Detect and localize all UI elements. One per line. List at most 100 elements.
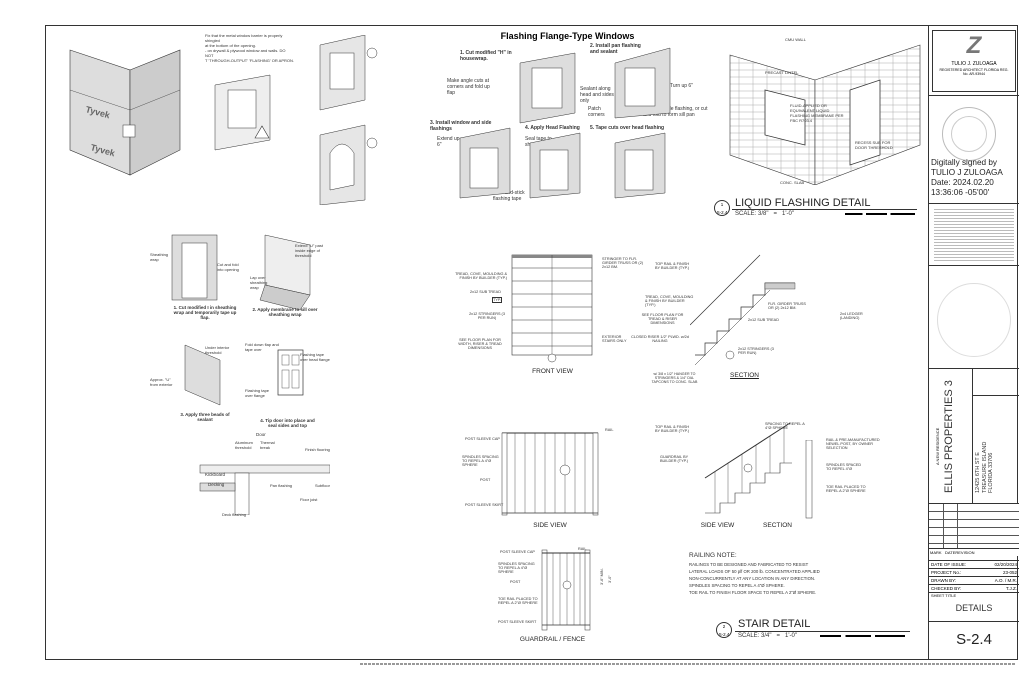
callout: 2x12 SUB TREAD [748,318,779,322]
callout: Flashing tape over head flange [300,352,330,362]
divider [929,203,1019,204]
section-label: SECTION [730,372,759,379]
revision-header: MARK [930,550,942,555]
title-underline [732,209,917,210]
callout: Cut and fold into opening [217,262,239,272]
info-label: PROJECT No.: [931,570,962,575]
project-info-table: DATE OF ISSUE: 02/20/2024 PROJECT No.: 23-… [929,560,1019,613]
scale-label: SCALE: 3/4" [738,633,772,639]
scale-eq: = [773,211,778,217]
stair-section-drawing [690,254,796,366]
stair-detail-title: STAIR DETAIL [738,618,811,630]
info-value: A.O. / M.R. [994,578,1017,583]
scale-value: 1'-0" [785,633,797,639]
sheet-border [45,25,1018,660]
graphic-scale-bar [845,213,915,215]
stair-railing-section-label: SECTION [763,522,792,529]
callout: PRECAST LINTEL [765,70,799,75]
callout: Sheathing wrap [150,252,169,262]
callout: POST SLEEVE CAP [500,550,535,554]
callout: POST SLEEVE SKIRT [465,503,504,507]
scale-label: SCALE: 3/8" [735,211,769,217]
divider [972,368,973,503]
note-line: Fix that the metal window barrier is pro… [205,33,283,43]
window-step-drawings [459,47,671,199]
note-line: - on drywall & plywood window and walls.… [205,48,286,58]
callout: Lap over sheathing wrap [250,275,268,290]
info-row: CHECKED BY:T.J.Z. [929,585,1019,593]
callout: SPACING TO REPEL A 4"Ø SPHERE [765,422,805,430]
threshold-callout: Pan flashing [270,483,293,488]
callout: Sealant along head and sides only [580,86,614,104]
step-5: 5. Tape cuts over head flashing [590,125,665,131]
architect-logo: Z [966,32,982,59]
callout: CLOSED RISER 1/2" PLWD. w/2d NAILING [631,335,689,343]
info-label: DATE OF ISSUE: [931,562,967,567]
info-row: DRAWN BY: A.O. / M.R. [929,577,1019,585]
callout: Make angle cuts at corners and fold up f… [447,78,490,96]
sheet-number: S-2.4 [929,621,1019,658]
stair-railing-section-drawing [805,440,813,519]
title-underline [735,631,910,632]
stair-railing-drawing [704,422,792,514]
liquid-flashing-drawing [729,44,921,185]
callout: FLUID-APPLIED OR EQUIVALENT LIQUID FLASH… [790,103,844,123]
architect-info: REGISTERED ARCHITECT FLORIDA REG. No. AR… [939,68,1009,76]
railing-note: RAILING NOTE: RAILINGS TO BE DESIGNED AN… [689,552,889,596]
callout: RAIL & PRE-MANUFACTURED NEWEL POST, BY O… [826,438,880,450]
title-block: Z TULIO J. ZULOAGA REGISTERED ARCHITECT … [928,25,1019,660]
callout: TREAD, COVE, MOULDING & FINISH BY BUILDE… [455,272,507,280]
callout: FLR. GIRDER TRUSS OR (2) 2x12 BM. [768,302,806,310]
callout: Approx. "U" from exterior [150,377,173,387]
callout: Extend "U" past inside edge of threshold [295,243,323,258]
step-3: 3. Install window and side flashings [430,120,492,132]
bubble-sheet: S-2.4 [718,632,730,637]
callout: 2x12 STRINGERS (3 PER RUN) [738,347,774,355]
callout: Use moldable flashing, or cut and fold t… [643,106,708,118]
threshold-callout: Deck flashing [222,512,247,517]
divider [929,265,1019,266]
guardrail-label: GUARDRAIL / FENCE [519,636,586,643]
threshold-callout: Decking [208,482,225,487]
info-value: 02/20/2024 [994,562,1017,567]
callout: Extend up 6" [437,136,460,148]
note-line: at the bottom of the opening. [205,43,256,48]
info-value: 23-052 [1002,570,1017,575]
side-view-label: SIDE VIEW [533,522,567,529]
callout: Under interior threshold [205,345,230,355]
callout: CMU WALL [785,37,806,42]
callout: RAIL [578,547,587,551]
scale-value: 1'-0" [782,211,794,217]
info-label: DRAWN BY: [931,578,957,583]
callout: Flashing tape over flange [245,388,270,398]
door-step-2: 2. Apply membrane to sill over sheathing… [252,307,318,317]
architect-seal [942,107,996,161]
callout: RECESS SUB FOR DOOR THRESHOLD [855,140,893,150]
callout: SPINDLES SPACING TO REPEL A 4"Ø SPHERE [498,562,535,574]
dimension: 3'-0" [608,575,612,583]
callout: Fold down flap and tape over [245,342,279,352]
threshold-callout: Thermal break [260,440,275,450]
info-label: CHECKED BY: [931,586,962,591]
digital-signature: Digitally signed by TULIO J ZULOAGA Date… [931,158,1003,198]
signature-line: TULIO J ZULOAGA [931,168,1003,177]
revision-header: DATE [945,550,956,555]
housewrap-drawing: Tyvek Tyvek [69,49,181,176]
callout: TOE RAIL PLACED TO REPEL A 2"Ø SPHERE [498,597,538,605]
callout: TOE RAIL PLACED TO REPEL A 2"Ø SPHERE [826,485,866,493]
threshold-callout: Finish flooring [305,447,330,452]
architect-stamp: Z TULIO J. ZULOAGA REGISTERED ARCHITECT … [932,30,1016,92]
callout: CONC. SLAB [780,180,805,185]
callout: 2x12 STRINGERS (3 PER RUN) [469,312,505,320]
callout: Turn up 6" [670,83,693,89]
step-2: 2. Install pan flashing and sealant [590,43,641,55]
door-step-3: 3. Apply three beads of sealant [180,412,230,422]
sheet-title-label: SHEET TITLE [931,593,957,598]
door-step-1: 1. Cut modified I in sheathing wrap and … [173,305,237,320]
sheet-title: DETAILS [955,603,993,613]
callout: TREAD, COVE, MOULDING & FINISH BY BUILDE… [645,295,694,307]
info-row: PROJECT No.: 23-052 [929,569,1019,577]
note-line: T 'THROUGH-OUTPUT' 'FLASHING' OR APRON. [205,58,294,63]
